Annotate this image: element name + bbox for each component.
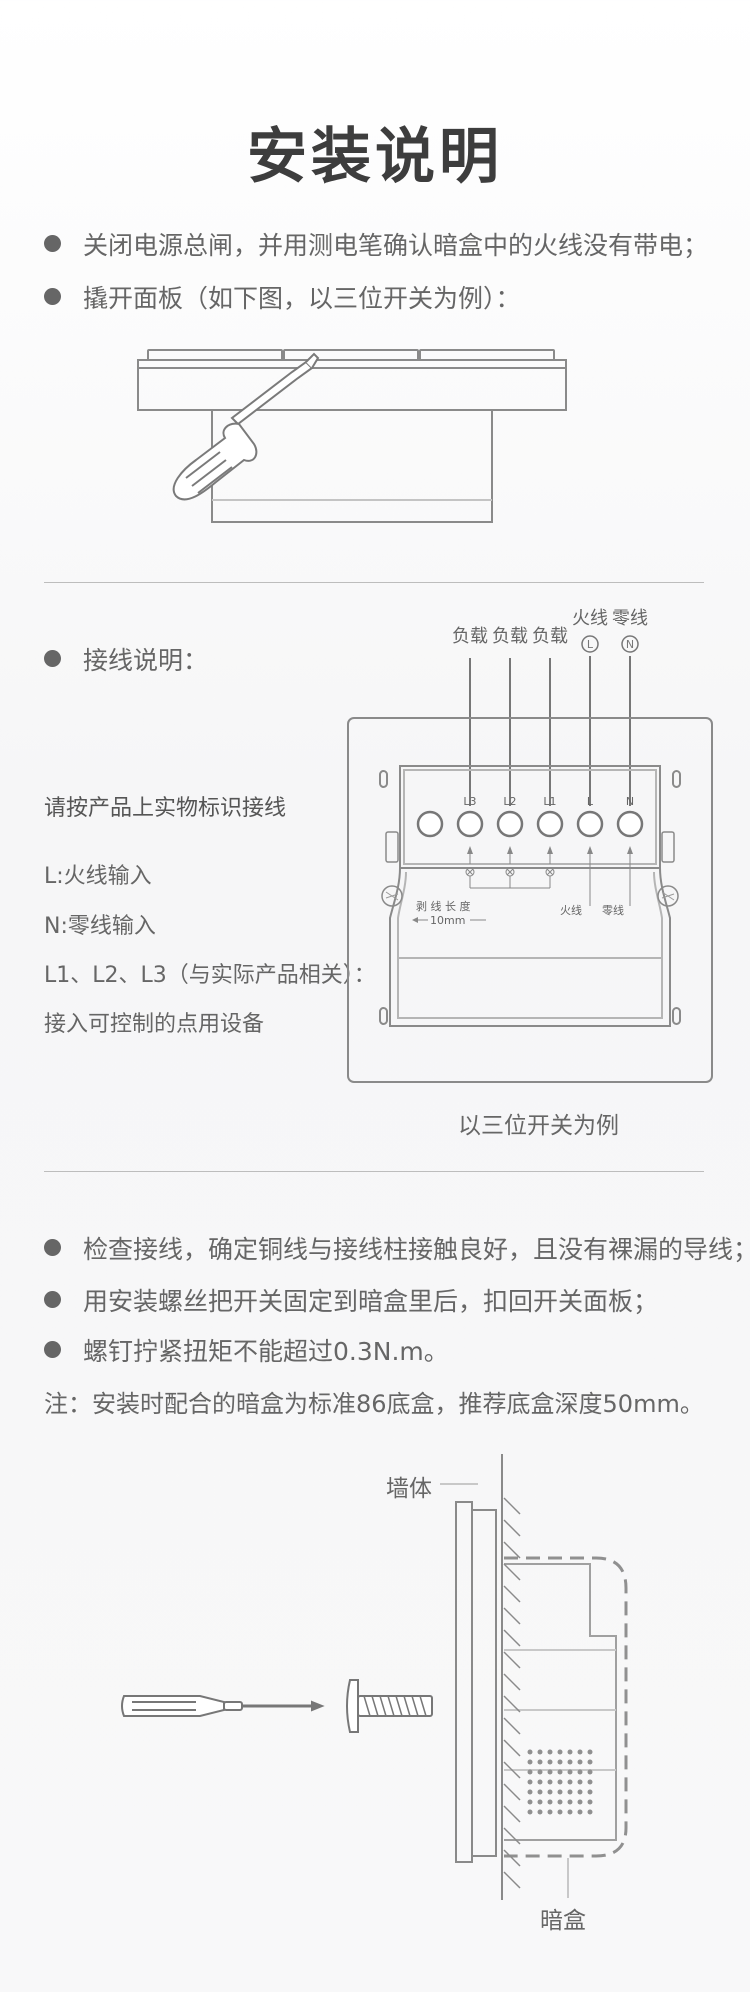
- wall-label: 墙体: [386, 1476, 432, 1502]
- pry-panel-illustration: [137, 349, 567, 523]
- legend-devices: 接入可控制的点用设备: [44, 1012, 265, 1037]
- wiring-diagram: 负载 负载 负载 火线 零线 L N: [347, 608, 713, 1083]
- side-clip-icon: [385, 891, 675, 901]
- legend-live: L:火线输入: [44, 864, 152, 889]
- wiring-heading: 请按产品上实物标识接线: [44, 796, 287, 821]
- terminal-label-l3: L3: [463, 795, 476, 808]
- bullet-dot-icon: [44, 1239, 61, 1256]
- wall-hatching: [503, 1497, 521, 1889]
- neutral-terminal-caption: 零线: [602, 903, 624, 917]
- terminal-label-l2: L2: [503, 795, 516, 808]
- strip-length-label: 剥 线 长 度: [416, 899, 471, 913]
- bullet-dot-icon: [44, 650, 61, 667]
- load-label: 负载: [452, 626, 488, 647]
- terminal-label-l: L: [587, 795, 594, 808]
- installation-illustration: [121, 1454, 628, 1900]
- bullet-torque-limit: 螺钉拧紧扭矩不能超过0.3N.m。: [44, 1332, 449, 1368]
- circled-l-label: L: [587, 638, 594, 651]
- bullet-dot-icon: [44, 1291, 61, 1308]
- bullet-dot-icon: [44, 288, 61, 305]
- bullet-dot-icon: [44, 1341, 61, 1358]
- bullet-power-off: 关闭电源总闸，并用测电笔确认暗盒中的火线没有带电；: [44, 226, 708, 262]
- installation-note: 注：安装时配合的暗盒为标准86底盒，推荐底盒深度50mm。: [44, 1390, 704, 1418]
- load-label: 负载: [492, 626, 528, 647]
- strip-length-value: 10mm: [430, 914, 465, 927]
- circled-n-label: N: [626, 638, 634, 651]
- divider: [44, 582, 704, 583]
- legend-neutral: N:零线输入: [44, 914, 156, 939]
- bullet-check-wiring: 检查接线，确定铜线与接线柱接触良好，且没有裸漏的导线；: [44, 1230, 750, 1266]
- terminal-screws: [416, 810, 644, 838]
- terminal-label-n: N: [626, 795, 634, 808]
- bullet-fix-switch: 用安装螺丝把开关固定到暗盒里后，扣回开关面板；: [44, 1282, 658, 1318]
- wiring-caption: 以三位开关为例: [458, 1113, 619, 1139]
- bullet-pry-panel: 撬开面板（如下图，以三位开关为例）：: [44, 279, 521, 315]
- neutral-wire-label: 零线: [612, 608, 648, 629]
- screwdriver-icon: [172, 352, 320, 501]
- legend-loads: L1、L2、L3（与实际产品相关）：: [44, 963, 376, 988]
- vent-holes-icon: [527, 1749, 593, 1815]
- load-label: 负载: [532, 626, 568, 647]
- divider: [44, 1171, 704, 1172]
- terminal-label-l1: L1: [543, 795, 556, 808]
- bullet-wiring-intro: 接线说明：: [44, 641, 208, 677]
- screwdriver-icon: [121, 1695, 325, 1717]
- screw-icon: [346, 1679, 433, 1733]
- live-terminal-caption: 火线: [560, 903, 582, 917]
- live-wire-label: 火线: [572, 608, 608, 629]
- bullet-dot-icon: [44, 235, 61, 252]
- box-label: 暗盒: [540, 1908, 586, 1934]
- page-title: 安装说明: [247, 122, 503, 192]
